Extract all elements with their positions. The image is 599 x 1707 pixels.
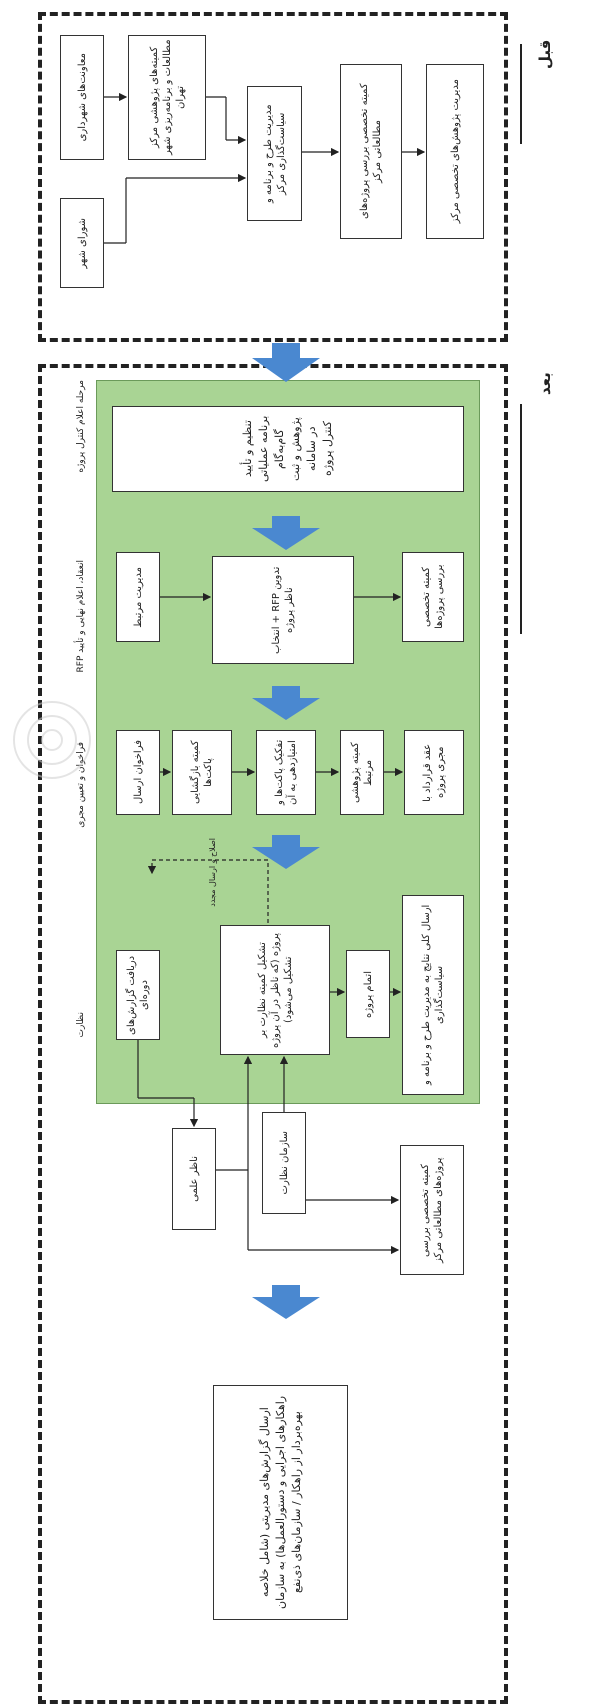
operational-plan-box: تنظیم و تأیید برنامه عملیاتی گام‌به‌گام … [112, 406, 464, 492]
deputies-box: معاونت‌های شهرداری [60, 35, 104, 160]
envelope-scoring-box: تفکیک پاکت‌ها و امتیازدهی به آن [256, 730, 316, 815]
center-projects-committee-box: کمیته تخصصی بررسی پروژه‌های مطالعاتی مرک… [400, 1145, 464, 1275]
before-connectors [104, 92, 426, 244]
scientific-supervisor-box: ناظر علمی [172, 1128, 216, 1230]
after-connectors [137, 592, 404, 1255]
call-box: فراخوان ارسال [116, 730, 160, 815]
before-section [38, 12, 508, 342]
supervision-committee-box: تشکیل کمیته نظارت بر پروژه (که ناظر در آ… [220, 925, 330, 1055]
flow-arrow-phase2 [252, 686, 320, 720]
project-review-committee-box: کمیته تخصصی بررسی پروژه‌ها [402, 552, 464, 642]
related-management-box: مدیریت مرتبط [116, 552, 160, 642]
project-completion-box: اتمام پروژه [346, 950, 390, 1038]
flow-arrow-before-after [252, 343, 320, 382]
flow-arrow-phase3 [252, 835, 320, 869]
after-section-underline [520, 404, 522, 634]
contract-box: عقد قرارداد با مجری پروژه [404, 730, 464, 815]
periodic-reports-box: دریافت گزارش‌های دوره‌ای [116, 950, 160, 1040]
flow-arrow-phase1 [252, 516, 320, 550]
plan-management-box: مدیریت طرح و برنامه و سیاست‌گذاری مرکز [247, 86, 302, 221]
flow-arrows [252, 343, 320, 1319]
expert-committee-box: کمیته تخصصی بررسی پروژه‌های مطالعاتی مرک… [340, 64, 402, 239]
send-results-box: ارسال کلی نتایج به مدیریت طرح و برنامه و… [402, 895, 464, 1095]
research-committees-box: کمیته‌های پژوهشی مرکز مطالعات و برنامه‌ر… [128, 35, 206, 160]
related-research-committee-box: کمیته پژوهشی مرتبط [340, 730, 384, 815]
revision-loop [147, 859, 269, 923]
specialized-research-box: مدیریت پژوهش‌های تخصصی مرکز [426, 64, 484, 239]
envelope-opening-box: کمیته بازگشایی پاکت‌ها [172, 730, 232, 815]
flow-arrow-final [252, 1285, 320, 1319]
management-reports-box: ارسال گزارش‌های مدیریتی (شامل خلاصه راهک… [213, 1385, 348, 1620]
rfp-drafting-box: تدوین RFP + انتخاب ناظر پروژه [212, 556, 354, 664]
before-section-underline [520, 44, 522, 144]
city-council-box: شورای شهر [60, 198, 104, 288]
supervision-organization-box: سازمان نظارت [262, 1112, 306, 1214]
watermark-emblem [13, 701, 91, 779]
